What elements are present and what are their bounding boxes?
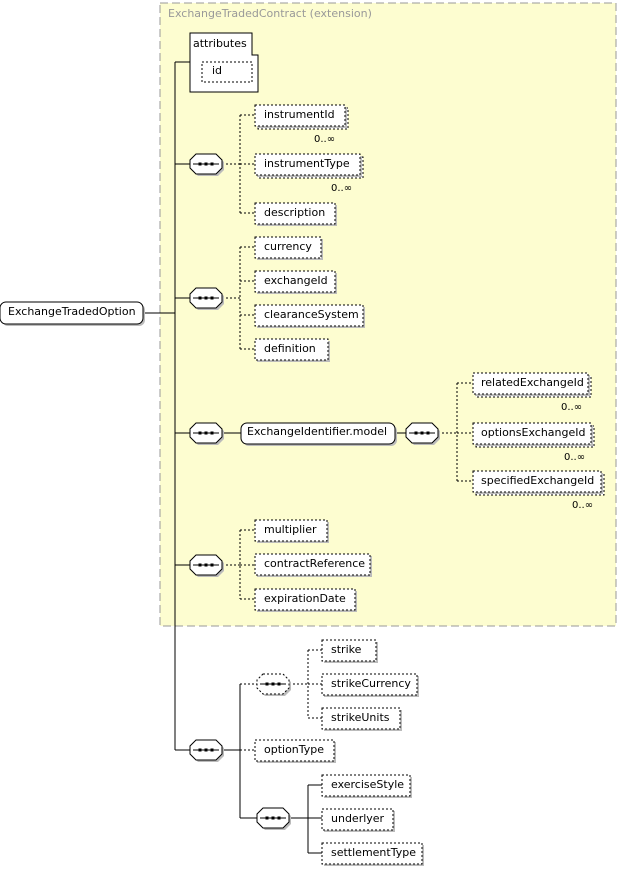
box-underlyer bbox=[321, 808, 395, 832]
box-contractReference bbox=[254, 553, 372, 577]
box-optionsExchangeId bbox=[472, 422, 595, 448]
extension-region bbox=[159, 2, 617, 627]
box-specifiedExchangeId bbox=[472, 470, 605, 496]
element-multiplier[interactable]: multiplier bbox=[264, 523, 317, 536]
cardinality-instrumentType: 0..∞ bbox=[331, 183, 353, 194]
element-underlyer[interactable]: underlyer bbox=[331, 812, 385, 825]
sequence-icon-3-icon bbox=[189, 422, 224, 445]
box-expirationDate bbox=[254, 588, 357, 612]
element-contractReference[interactable]: contractReference bbox=[264, 557, 366, 570]
box-strikeCurrency bbox=[321, 673, 419, 697]
element-relatedExchangeId[interactable]: relatedExchangeId bbox=[481, 376, 584, 389]
element-layer bbox=[0, 104, 605, 866]
box-relatedExchangeId bbox=[472, 372, 592, 398]
cardinality-relatedExchangeId: 0..∞ bbox=[561, 402, 583, 413]
element-exerciseStyle[interactable]: exerciseStyle bbox=[331, 778, 405, 791]
element-definition[interactable]: definition bbox=[264, 342, 316, 355]
connector-lines bbox=[143, 61, 473, 854]
element-clearanceSystem[interactable]: clearanceSystem bbox=[264, 308, 359, 321]
element-currency[interactable]: currency bbox=[264, 240, 312, 253]
element-strikeCurrency[interactable]: strikeCurrency bbox=[331, 677, 411, 690]
box-instrumentId bbox=[254, 104, 349, 130]
box-currency bbox=[254, 236, 323, 260]
element-specifiedExchangeId[interactable]: specifiedExchangeId bbox=[481, 474, 595, 487]
sequence-icon-4-icon bbox=[189, 554, 224, 577]
box-definition bbox=[254, 338, 330, 362]
box-instrumentType bbox=[254, 153, 364, 179]
element-optionsExchangeId[interactable]: optionsExchangeId bbox=[481, 426, 586, 439]
element-description[interactable]: description bbox=[264, 206, 326, 219]
box-exchangeId bbox=[254, 270, 337, 294]
compositor-layer bbox=[189, 153, 440, 830]
element-instrumentId[interactable]: instrumentId bbox=[264, 108, 335, 121]
element-settlementType[interactable]: settlementType bbox=[331, 846, 416, 859]
sequence-icon-5-icon bbox=[189, 739, 224, 762]
element-optionType[interactable]: optionType bbox=[264, 743, 325, 756]
element-instrumentType[interactable]: instrumentType bbox=[264, 157, 350, 170]
sequence-icon-model-icon bbox=[405, 422, 440, 445]
box-clearanceSystem bbox=[254, 304, 365, 328]
extension-title: ExchangeTradedContract (extension) bbox=[168, 7, 372, 20]
cardinality-specifiedExchangeId: 0..∞ bbox=[572, 500, 594, 511]
root-box bbox=[0, 301, 145, 326]
box-optionType bbox=[254, 739, 336, 763]
box-description bbox=[254, 202, 337, 226]
model-group-ExchangeIdentifier[interactable]: ExchangeIdentifier.model bbox=[247, 425, 388, 438]
element-expirationDate[interactable]: expirationDate bbox=[264, 592, 346, 605]
cardinality-optionsExchangeId: 0..∞ bbox=[564, 452, 586, 463]
box-ExchangeIdentifier-model bbox=[240, 422, 397, 446]
attribute-id[interactable]: id bbox=[212, 64, 223, 77]
box-settlementType bbox=[321, 842, 424, 866]
element-strikeUnits[interactable]: strikeUnits bbox=[331, 711, 390, 724]
attributes-box bbox=[189, 32, 259, 93]
attributes-label: attributes bbox=[193, 37, 247, 50]
root-element-label[interactable]: ExchangeTradedOption bbox=[8, 305, 136, 318]
element-exchangeId[interactable]: exchangeId bbox=[264, 274, 328, 287]
box-strikeUnits bbox=[321, 707, 402, 731]
element-strike[interactable]: strike bbox=[331, 643, 362, 656]
box-exerciseStyle bbox=[321, 774, 412, 798]
sequence-icon-exercise-icon bbox=[256, 807, 291, 830]
sequence-icon-strike-icon bbox=[256, 673, 291, 696]
sequence-icon-1-icon bbox=[189, 153, 224, 176]
sequence-icon-2-icon bbox=[189, 287, 224, 310]
cardinality-instrumentId: 0..∞ bbox=[314, 134, 336, 145]
box-strike bbox=[321, 639, 378, 663]
box-multiplier bbox=[254, 519, 329, 543]
